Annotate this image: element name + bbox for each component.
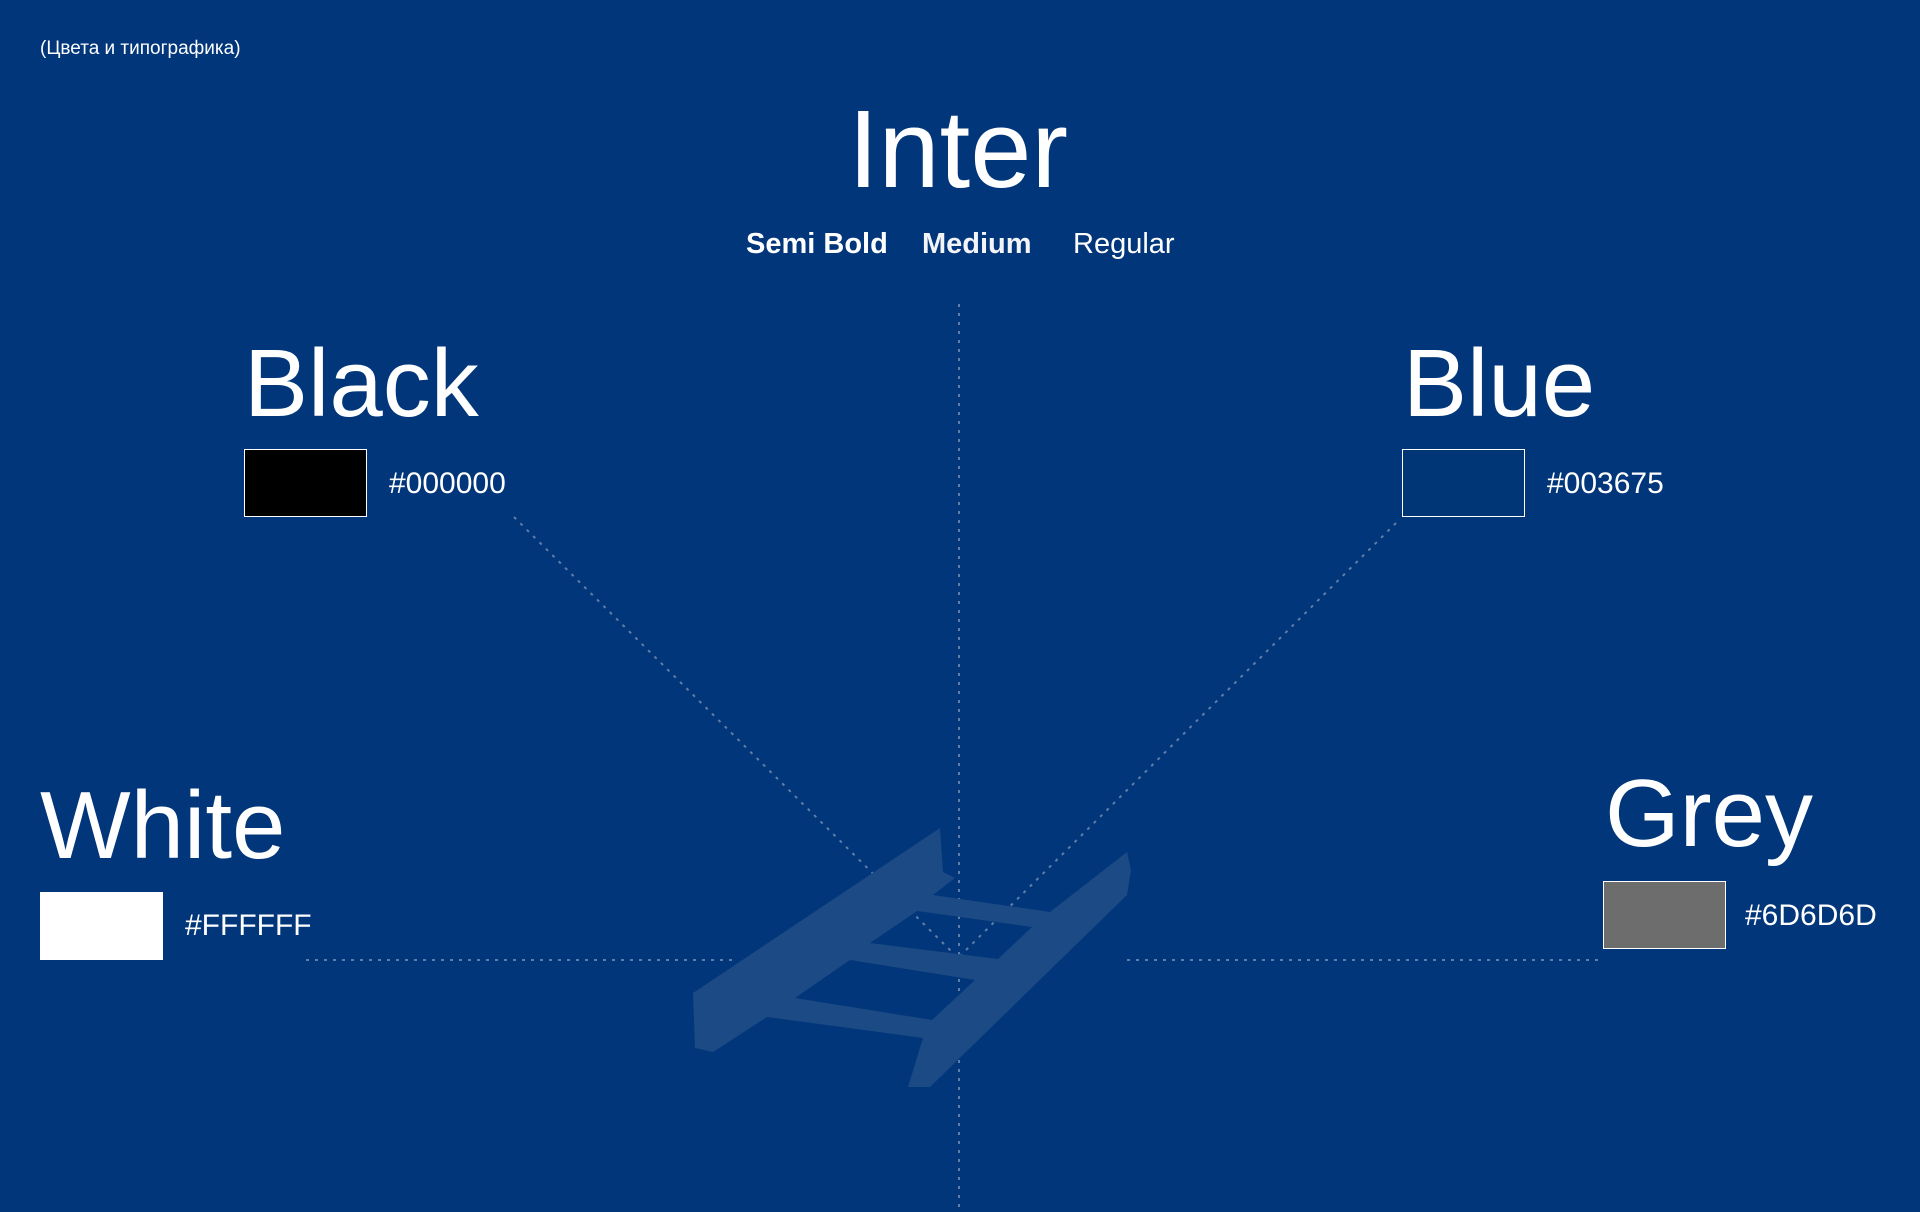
color-swatch-black [244, 449, 367, 517]
color-hex-white: #FFFFFF [185, 909, 312, 942]
color-swatch-white [40, 892, 163, 960]
cable-tray-illustration [693, 828, 1131, 1087]
color-swatch-grey [1603, 881, 1726, 949]
color-hex-black: #000000 [389, 467, 506, 500]
color-swatch-blue [1402, 449, 1525, 517]
color-name-white: White [40, 772, 286, 879]
section-subtitle: (Цвета и типографика) [40, 38, 241, 59]
font-family-title: Inter [847, 88, 1069, 211]
font-weight-regular: Regular [1073, 228, 1175, 260]
color-name-black: Black [244, 330, 479, 437]
font-weight-medium: Medium [922, 228, 1032, 260]
color-hex-blue: #003675 [1547, 467, 1664, 500]
color-name-blue: Blue [1403, 330, 1596, 437]
diagonal-guide-line-blue [960, 522, 1397, 956]
color-name-grey: Grey [1605, 760, 1814, 867]
color-hex-grey: #6D6D6D [1745, 899, 1877, 932]
font-weight-semi-bold: Semi Bold [746, 228, 888, 260]
